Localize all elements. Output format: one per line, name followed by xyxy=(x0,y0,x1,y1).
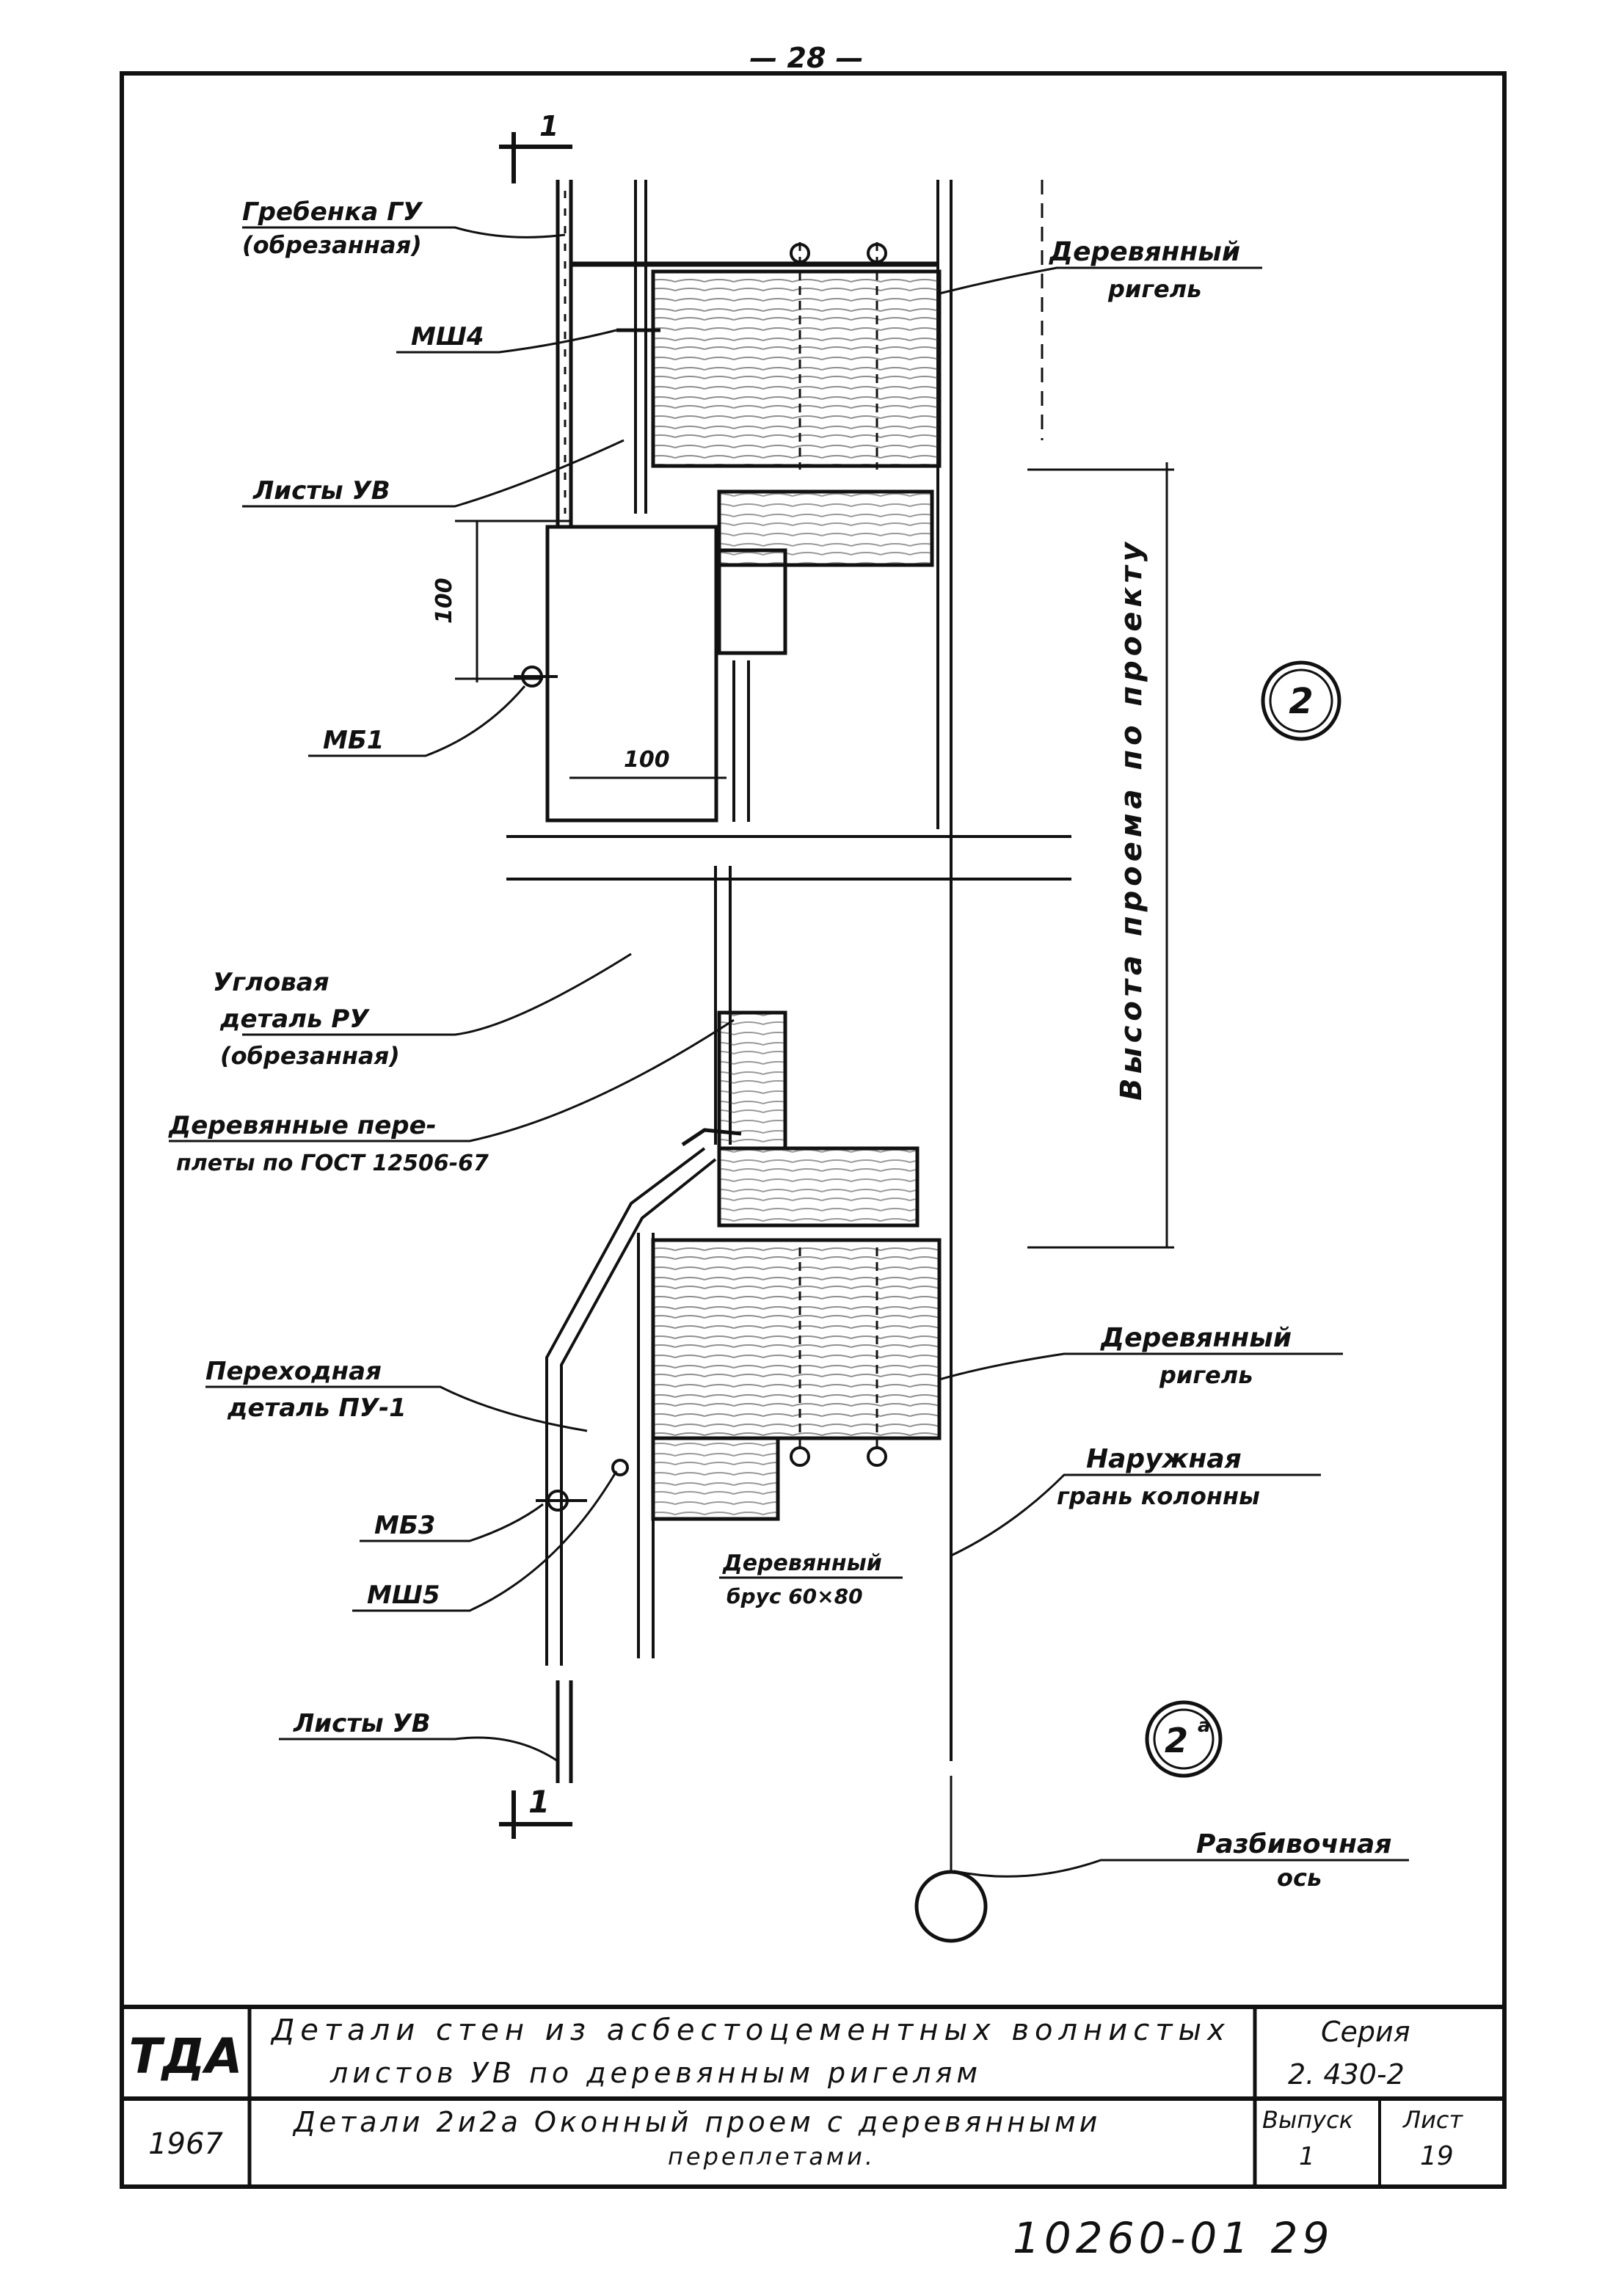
label-pereplety: Деревянные пере- плеты по ГОСТ 12506-67 xyxy=(168,1018,735,1176)
svg-text:2: 2 xyxy=(1165,1721,1188,1760)
svg-text:Листы УВ: Листы УВ xyxy=(252,476,390,506)
title-block: ТДА Детали стен из асбестоцементных волн… xyxy=(122,2005,1504,2187)
svg-text:2: 2 xyxy=(1289,681,1313,722)
page-number: — 28 — xyxy=(749,42,863,74)
label-naruzhnaya: Наружная грань колонны xyxy=(950,1444,1321,1557)
opening-height-dimension: Высота проема по проекту xyxy=(1027,462,1174,1249)
label-rigel-bottom: Деревянный ригель xyxy=(939,1323,1343,1389)
detail-marker-2: 2 xyxy=(1261,660,1341,741)
section-mark-top: 1 xyxy=(499,110,572,183)
top-wooden-rigel xyxy=(572,242,942,470)
svg-text:Наружная: Наружная xyxy=(1086,1444,1242,1474)
svg-text:Деревянные пере-: Деревянные пере- xyxy=(168,1111,437,1140)
svg-text:Листы УВ: Листы УВ xyxy=(293,1709,431,1738)
svg-text:Деревянный: Деревянный xyxy=(1049,237,1240,267)
svg-text:деталь ПУ-1: деталь ПУ-1 xyxy=(227,1393,407,1423)
axis-bubble xyxy=(914,1870,988,1943)
svg-text:Деревянный: Деревянный xyxy=(722,1550,882,1576)
label-listy-uv-top: Листы УВ xyxy=(242,439,625,508)
bottom-wooden-rigel xyxy=(651,1238,942,1521)
subtitle-line-2: переплетами. xyxy=(668,2143,875,2171)
section-mark-bottom: 1 xyxy=(499,1784,572,1839)
svg-text:1: 1 xyxy=(539,110,558,142)
label-razbivochnaya: Разбивочная ось xyxy=(953,1829,1409,1892)
svg-text:плеты по ГОСТ 12506-67: плеты по ГОСТ 12506-67 xyxy=(176,1151,489,1176)
series-value: 2. 430-2 xyxy=(1288,2058,1405,2091)
break-line xyxy=(506,835,1071,881)
svg-text:Переходная: Переходная xyxy=(205,1357,382,1386)
label-msh4: МШ4 xyxy=(396,322,617,354)
sheet-value: 19 xyxy=(1420,2141,1454,2171)
label-uglovaya: Угловая деталь РУ (обрезанная) xyxy=(213,952,632,1070)
sheet-label: Лист xyxy=(1402,2106,1463,2134)
svg-text:(обрезанная): (обрезанная) xyxy=(242,231,422,259)
org-code: ТДА xyxy=(129,2028,243,2085)
svg-text:Гребенка ГУ: Гребенка ГУ xyxy=(242,197,423,227)
year: 1967 xyxy=(148,2127,223,2161)
label-perekhodnaya: Переходная деталь ПУ-1 xyxy=(205,1357,588,1432)
svg-text:деталь РУ: деталь РУ xyxy=(219,1005,370,1034)
mb1-plate xyxy=(514,525,718,823)
svg-text:брус 60×80: брус 60×80 xyxy=(727,1584,863,1608)
svg-text:(обрезанная): (обрезанная) xyxy=(220,1042,400,1070)
label-msh5: МШ5 xyxy=(352,1470,618,1612)
archive-number: 10260-01 29 xyxy=(1013,2213,1333,2263)
label-listy-uv-bottom: Листы УВ xyxy=(279,1709,558,1763)
svg-text:МБ3: МБ3 xyxy=(374,1511,435,1540)
detail-marker-2a: 2 а xyxy=(1145,1700,1223,1778)
svg-text:Высота проема по проекту: Высота проема по проекту xyxy=(1115,538,1148,1101)
svg-text:МШ5: МШ5 xyxy=(367,1581,440,1610)
label-grebenka: Гребенка ГУ (обрезанная) xyxy=(242,197,566,259)
svg-text:ригель: ригель xyxy=(1159,1361,1253,1389)
svg-text:Деревянный: Деревянный xyxy=(1100,1323,1292,1353)
dimension-vertical-100: 100 xyxy=(432,520,572,682)
svg-text:Разбивочная: Разбивочная xyxy=(1196,1829,1391,1859)
svg-text:100: 100 xyxy=(624,747,670,773)
svg-text:ось: ось xyxy=(1277,1864,1322,1892)
svg-text:ригель: ригель xyxy=(1107,275,1201,303)
label-brus: Деревянный брус 60×80 xyxy=(719,1550,903,1608)
svg-text:МШ4: МШ4 xyxy=(411,322,484,351)
lower-window-sash xyxy=(681,1010,920,1228)
sheet-frame xyxy=(120,71,1507,2189)
issue-value: 1 xyxy=(1299,2142,1315,2171)
reference-axis xyxy=(914,1776,988,1943)
title-line-2: листов УВ по деревянным ригелям xyxy=(329,2057,982,2089)
label-rigel-top: Деревянный ригель xyxy=(939,237,1262,303)
subtitle-line-1: Детали 2и2а Оконный проем с деревянными xyxy=(292,2106,1101,2138)
svg-text:а: а xyxy=(1198,1715,1211,1737)
label-mb3: МБ3 xyxy=(360,1503,544,1542)
svg-text:100: 100 xyxy=(432,577,457,624)
issue-label: Выпуск xyxy=(1262,2106,1354,2134)
svg-text:1: 1 xyxy=(528,1784,550,1820)
upper-window-sash xyxy=(717,489,934,822)
svg-text:грань колонны: грань колонны xyxy=(1057,1482,1260,1510)
label-mb1: МБ1 xyxy=(308,685,526,757)
dimension-horizontal-100: 100 xyxy=(569,747,727,779)
svg-text:МБ1: МБ1 xyxy=(323,726,384,755)
svg-text:Угловая: Угловая xyxy=(213,968,329,997)
mb3-bolts xyxy=(536,1459,629,1512)
title-line-1: Детали стен из асбестоцементных волнисты… xyxy=(270,2013,1231,2047)
series-label: Серия xyxy=(1321,2016,1410,2048)
